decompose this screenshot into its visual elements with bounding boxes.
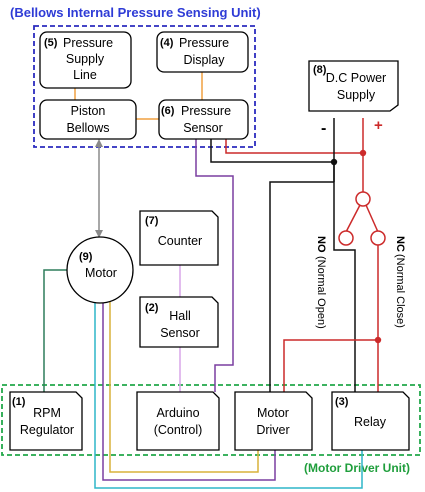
- wire-motor-to-relay-cyan: [94, 302, 363, 489]
- wire-motor-to-driver-yellow: [109, 300, 259, 473]
- rpm-regulator-block[interactable]: (1) RPM Regulator: [9, 391, 83, 451]
- block-label: (Control): [154, 423, 203, 437]
- block-label: Sensor: [183, 121, 223, 135]
- relay-no-contact[interactable]: [338, 230, 354, 246]
- block-label: Motor: [257, 406, 289, 420]
- block-label: Piston: [71, 104, 106, 118]
- block-label: Relay: [354, 415, 387, 429]
- counter-block[interactable]: (7) Counter: [139, 210, 219, 266]
- wire-minus-to-relay: [333, 162, 356, 392]
- block-number: (9): [79, 251, 93, 263]
- nc-full-label: (Normal Close): [394, 254, 406, 328]
- wire-motor-to-driver-purple: [102, 302, 276, 481]
- block-number: (4): [160, 37, 174, 49]
- bellows-unit-title: (Bellows Internal Pressure Sensing Unit): [10, 5, 261, 20]
- dc-power-supply-block[interactable]: (8) D.C Power Supply: [308, 60, 399, 112]
- wire-relay-to-driver: [283, 339, 378, 392]
- arduino-control-block[interactable]: Arduino (Control): [136, 391, 220, 451]
- junction-dot: [374, 336, 382, 344]
- block-label: Display: [184, 53, 226, 67]
- wire-common-to-no: [345, 204, 361, 233]
- pressure-display-block[interactable]: (4) Pressure Display: [156, 31, 249, 73]
- block-number: (2): [145, 302, 159, 314]
- motor-driver-unit-title: (Motor Driver Unit): [304, 461, 410, 475]
- block-number: (8): [313, 64, 327, 76]
- block-label: Motor: [85, 266, 117, 280]
- wire-common-to-nc: [365, 204, 379, 233]
- block-label: Line: [73, 68, 97, 82]
- no-label: NO: [315, 236, 327, 253]
- wire-sensor-to-plus: [225, 138, 363, 154]
- plus-terminal-label: +: [374, 117, 383, 134]
- motor-driver-block[interactable]: Motor Driver: [234, 391, 313, 451]
- junction-dot: [359, 149, 367, 157]
- wire-sensor-to-minus: [210, 138, 334, 163]
- block-label: Bellows: [66, 121, 109, 135]
- motor-driver-unit-frame: [1, 384, 421, 456]
- block-label: Driver: [256, 423, 289, 437]
- block-number: (3): [335, 396, 349, 408]
- block-number: (5): [44, 37, 58, 49]
- wire-minus-to-driver: [269, 181, 334, 392]
- wire-motor-to-rpm: [43, 269, 74, 392]
- pressure-supply-line-block[interactable]: (5) Pressure Supply Line: [39, 31, 132, 89]
- block-label: Pressure: [63, 36, 113, 50]
- wire-sensor-to-arduino: [195, 138, 234, 392]
- pressure-sensor-block[interactable]: (6) Pressure Sensor: [158, 99, 249, 140]
- block-label: Counter: [158, 234, 202, 248]
- block-label: Supply: [337, 88, 376, 102]
- block-label: Pressure: [179, 36, 229, 50]
- hall-sensor-block[interactable]: (2) Hall Sensor: [139, 296, 219, 348]
- relay-common-contact[interactable]: [355, 191, 371, 207]
- no-full-label: (Normal Open): [315, 256, 327, 329]
- block-number: (6): [161, 105, 175, 117]
- relay-nc-contact[interactable]: [370, 230, 386, 246]
- motor-block[interactable]: (9) Motor: [66, 236, 134, 304]
- block-number: (1): [12, 396, 26, 408]
- arrow-up-icon: [95, 139, 103, 147]
- relay-block[interactable]: (3) Relay: [331, 391, 410, 451]
- junction-dot: [330, 158, 338, 166]
- block-number: (7): [145, 215, 159, 227]
- bellows-unit-frame: [33, 25, 256, 148]
- block-label: Arduino: [156, 406, 199, 420]
- block-label: Pressure: [181, 104, 231, 118]
- piston-bellows-block[interactable]: Piston Bellows: [39, 99, 137, 140]
- block-label: Regulator: [20, 423, 74, 437]
- block-label: RPM: [33, 406, 61, 420]
- block-label: Sensor: [160, 326, 200, 340]
- nc-label: NC: [394, 236, 406, 252]
- arrow-down-icon: [95, 230, 103, 238]
- block-label: Hall: [169, 309, 191, 323]
- block-label: Supply: [66, 52, 105, 66]
- block-label: D.C Power: [326, 71, 386, 85]
- minus-terminal-label: -: [321, 120, 326, 137]
